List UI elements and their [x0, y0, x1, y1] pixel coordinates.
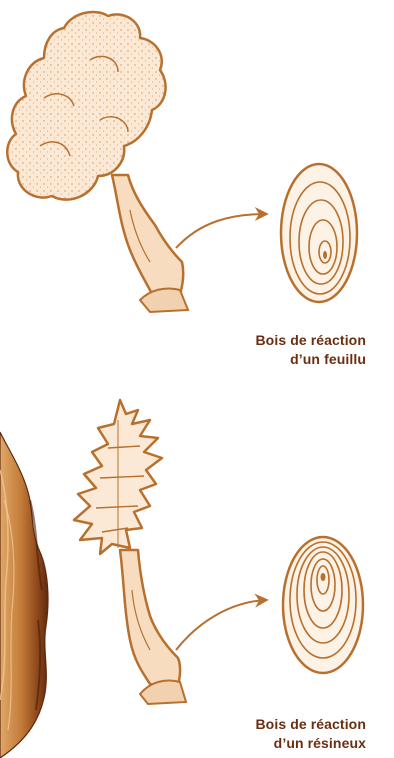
caption-feuillu: Bois de réaction d’un feuillu: [255, 331, 366, 369]
tree-ring-cross-section-icon: [281, 164, 357, 302]
caption-feuillu-line2: d’un feuillu: [255, 350, 366, 369]
tree-ring-cross-section-icon: [283, 537, 363, 673]
caption-feuillu-line1: Bois de réaction: [255, 331, 366, 350]
caption-resineux-line2: d’un résineux: [255, 734, 366, 753]
bark-slab-icon: [0, 432, 48, 758]
deciduous-tree-icon: [7, 10, 188, 312]
caption-resineux-line1: Bois de réaction: [255, 715, 366, 734]
conifer-tree-icon: [74, 400, 186, 704]
caption-resineux: Bois de réaction d’un résineux: [255, 715, 366, 753]
arrow-icon: [176, 600, 266, 650]
arrow-icon: [176, 214, 266, 248]
